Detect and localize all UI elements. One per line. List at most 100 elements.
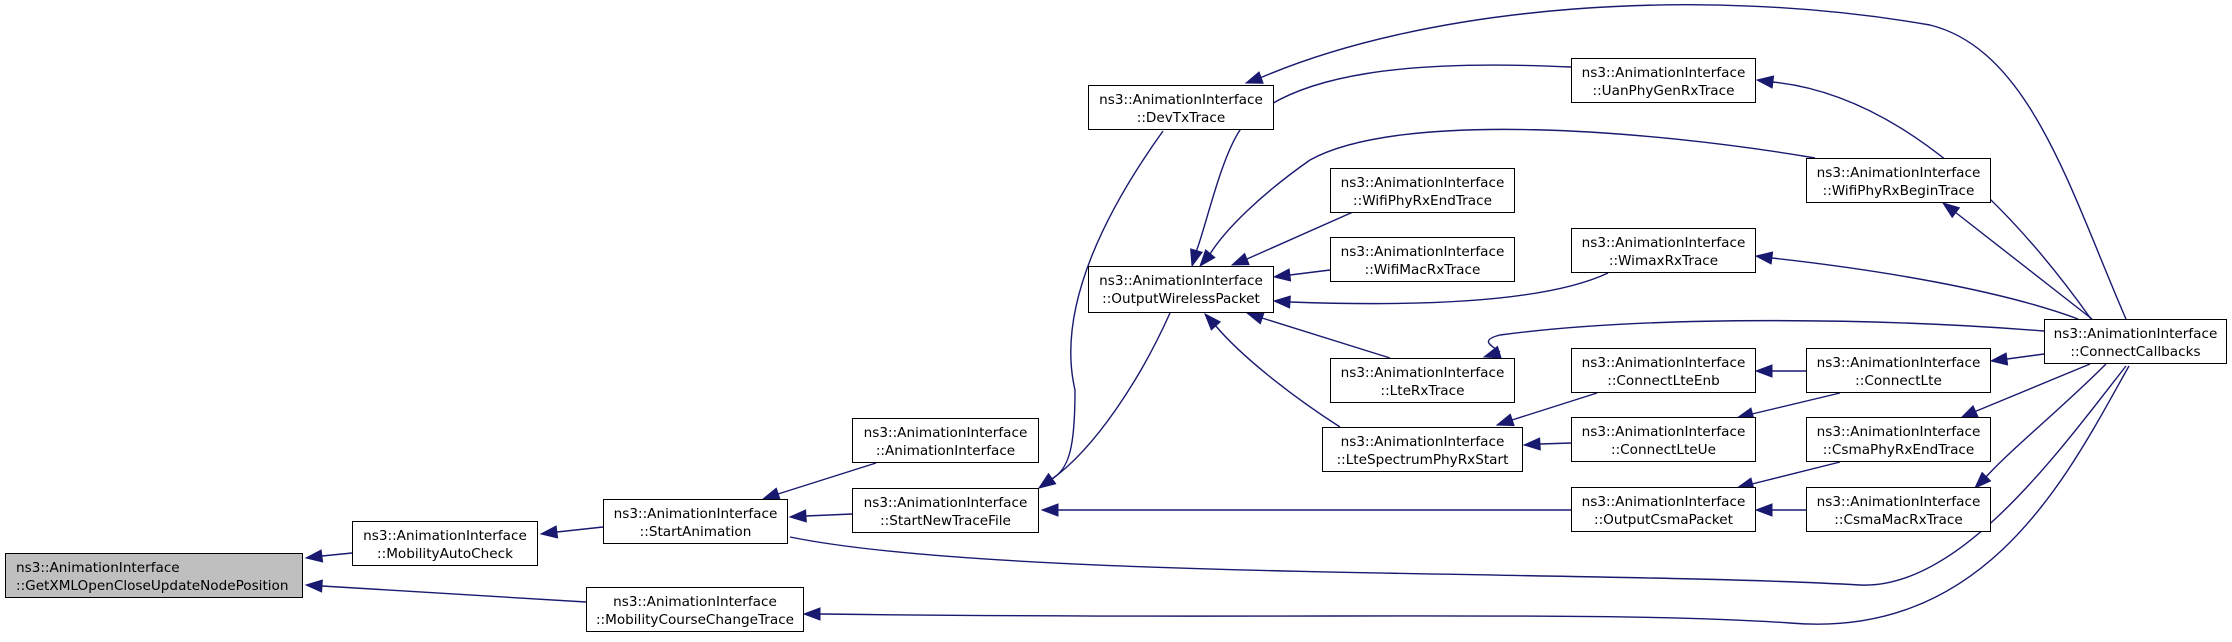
edge-connectcallbacks-to-mobilitycoursechange xyxy=(802,365,2130,625)
node-method-label: ::StartAnimation xyxy=(639,524,752,540)
node-startnewtracefile[interactable]: ns3::AnimationInterface::StartNewTraceFi… xyxy=(852,488,1039,533)
arrowhead-icon xyxy=(1482,345,1502,359)
arrowhead-icon xyxy=(1204,312,1222,331)
edge-mobilitycoursechange-to-getxml xyxy=(304,579,587,603)
node-outputcsmapacket[interactable]: ns3::AnimationInterface::OutputCsmaPacke… xyxy=(1571,487,1756,532)
edge-csmaphyrxendtrace-to-outputcsmapacket xyxy=(1735,461,1841,491)
node-namespace-label: ns3::AnimationInterface xyxy=(1581,424,1746,440)
node-mobilityautocheck[interactable]: ns3::AnimationInterface::MobilityAutoChe… xyxy=(352,521,538,566)
node-namespace-label: ns3::AnimationInterface xyxy=(1581,494,1746,510)
arrowhead-icon xyxy=(304,549,324,563)
node-wifiphyrxendtrace[interactable]: ns3::AnimationInterface::WifiPhyRxEndTra… xyxy=(1330,168,1515,213)
node-ltexrxtrace[interactable]: ns3::AnimationInterface::LteRxTrace xyxy=(1330,358,1515,403)
node-namespace-label: ns3::AnimationInterface xyxy=(1099,92,1263,108)
edge-outputwirelesspacket-to-startnewtracefile xyxy=(1037,312,1171,489)
edge-line xyxy=(789,365,2127,586)
node-namespace-label: ns3::AnimationInterface xyxy=(1340,175,1505,191)
edge-connectcallbacks-to-devtxtrace xyxy=(1244,4,2127,320)
node-startanimation[interactable]: ns3::AnimationInterface::StartAnimation xyxy=(603,499,788,544)
node-method-label: ::AnimationInterface xyxy=(875,443,1016,459)
edge-wifiphyrxbegintrace-to-outputwirelesspacket xyxy=(1199,128,1816,268)
arrowhead-icon xyxy=(1989,352,2009,366)
node-method-label: ::WifiPhyRxEndTrace xyxy=(1353,193,1492,209)
arrowhead-icon xyxy=(1754,251,1774,265)
node-method-label: ::LteRxTrace xyxy=(1380,383,1465,399)
node-outputwirelesspacket[interactable]: ns3::AnimationInterface::OutputWirelessP… xyxy=(1088,266,1274,313)
node-namespace-label: ns3::AnimationInterface xyxy=(1581,65,1746,81)
edge-line xyxy=(777,462,877,495)
node-connectlteue[interactable]: ns3::AnimationInterface::ConnectLteUe xyxy=(1571,417,1756,462)
arrowhead-icon xyxy=(1272,295,1291,309)
edge-wimaxrxtrace-to-outputwirelesspacket xyxy=(1272,272,1609,309)
edge-connectcallbacks-to-csmamacrxtrace xyxy=(1973,363,2107,490)
edge-line xyxy=(2006,353,2045,360)
node-devtxtrace[interactable]: ns3::AnimationInterface::DevTxTrace xyxy=(1088,85,1274,130)
node-method-label: ::WimaxRxTrace xyxy=(1608,253,1719,269)
edge-line xyxy=(1539,442,1572,445)
edge-line xyxy=(1209,128,1816,255)
edge-line xyxy=(805,513,853,517)
node-namespace-label: ns3::AnimationInterface xyxy=(363,528,527,544)
node-method-label: ::OutputCsmaPacket xyxy=(1594,512,1733,528)
arrowhead-icon xyxy=(1495,413,1515,427)
node-connectlteenb[interactable]: ns3::AnimationInterface::ConnectLteEnb xyxy=(1571,348,1756,393)
edge-line xyxy=(1289,269,1331,276)
edge-startnewtracefile-to-startanimation xyxy=(788,509,853,523)
edge-line xyxy=(321,552,353,557)
node-namespace-label: ns3::AnimationInterface xyxy=(1816,424,1981,440)
edge-connectcallbacks-to-connectlte xyxy=(1989,352,2045,366)
node-csmamacrxtrace[interactable]: ns3::AnimationInterface::CsmaMacRxTrace xyxy=(1806,487,1991,532)
arrowhead-icon xyxy=(1040,503,1059,517)
edge-line xyxy=(1259,4,2127,320)
node-namespace-label: ns3::AnimationInterface xyxy=(1581,355,1746,371)
node-namespace-label: ns3::AnimationInterface xyxy=(1340,244,1505,260)
edge-connectcallbacks-to-wimaxrxtrace xyxy=(1754,251,2079,320)
node-uanphygenrxtrace[interactable]: ns3::AnimationInterface::UanPhyGenRxTrac… xyxy=(1571,58,1756,103)
node-animationinterface[interactable]: ns3::AnimationInterface::AnimationInterf… xyxy=(852,418,1039,463)
node-method-label: ::ConnectCallbacks xyxy=(2070,344,2201,360)
node-wifiphyrxbegintrace[interactable]: ns3::AnimationInterface::WifiPhyRxBeginT… xyxy=(1806,158,1991,203)
node-method-label: ::ConnectLte xyxy=(1855,373,1942,389)
arrowhead-icon xyxy=(1755,75,1775,89)
node-csmaphyrxendtrace[interactable]: ns3::AnimationInterface::CsmaPhyRxEndTra… xyxy=(1806,417,1991,462)
node-method-label: ::ConnectLteUe xyxy=(1611,442,1716,458)
arrowhead-icon xyxy=(802,607,821,621)
node-wifimacrxtrace[interactable]: ns3::AnimationInterface::WifiMacRxTrace xyxy=(1330,237,1515,282)
edge-connectlte-to-connectlteue xyxy=(1735,392,1841,421)
arrowhead-icon xyxy=(1754,503,1773,517)
edge-ltespectrumphyrxstart-to-outputwirelesspacket xyxy=(1204,312,1341,428)
edge-line xyxy=(819,365,2130,625)
edge-line xyxy=(1214,324,1341,428)
node-method-label: ::CsmaPhyRxEndTrace xyxy=(1822,442,1975,458)
edge-connectlteenb-to-ltespectrumphyrxstart xyxy=(1495,392,1598,427)
arrowhead-icon xyxy=(1272,268,1292,282)
node-namespace-label: ns3::AnimationInterface xyxy=(613,506,778,522)
arrowhead-icon xyxy=(1973,471,1992,490)
node-ltespectrumphyrxstart[interactable]: ns3::AnimationInterface::LteSpectrumPhyR… xyxy=(1322,427,1523,472)
node-namespace-label: ns3::AnimationInterface xyxy=(863,425,1028,441)
edge-line xyxy=(1051,312,1171,480)
edge-line xyxy=(1261,317,1391,359)
node-mobilitycoursechange[interactable]: ns3::AnimationInterface::MobilityCourseC… xyxy=(586,587,804,632)
node-method-label: ::CsmaMacRxTrace xyxy=(1834,512,1963,528)
edge-line xyxy=(1751,461,1841,485)
node-namespace-label: ns3::AnimationInterface xyxy=(1816,355,1981,371)
node-method-label: ::OutputWirelessPacket xyxy=(1102,291,1260,307)
node-connectlte[interactable]: ns3::AnimationInterface::ConnectLte xyxy=(1806,348,1991,393)
node-method-label: ::WifiPhyRxBeginTrace xyxy=(1822,183,1975,199)
edge-line xyxy=(556,526,604,533)
node-getxml[interactable]: ns3::AnimationInterface::GetXMLOpenClose… xyxy=(5,553,303,598)
edge-connectlte-to-connectlteenb xyxy=(1754,364,1806,378)
edge-wifiphyrxendtrace-to-outputwirelesspacket xyxy=(1230,211,1354,266)
arrowhead-icon xyxy=(1754,364,1773,378)
node-method-label: ::DevTxTrace xyxy=(1136,110,1226,126)
edge-connectcallbacks-to-startanimation xyxy=(789,365,2127,586)
node-wimaxrxtrace[interactable]: ns3::AnimationInterface::WimaxRxTrace xyxy=(1571,228,1756,273)
node-namespace-label: ns3::AnimationInterface xyxy=(1340,365,1505,381)
edge-wifimacrxtrace-to-outputwirelesspacket xyxy=(1272,268,1331,282)
node-namespace-label: ns3::AnimationInterface xyxy=(1816,165,1981,181)
node-connectcallbacks[interactable]: ns3::AnimationInterface::ConnectCallback… xyxy=(2044,319,2227,364)
node-namespace-label: ns3::AnimationInterface xyxy=(1816,494,1981,510)
